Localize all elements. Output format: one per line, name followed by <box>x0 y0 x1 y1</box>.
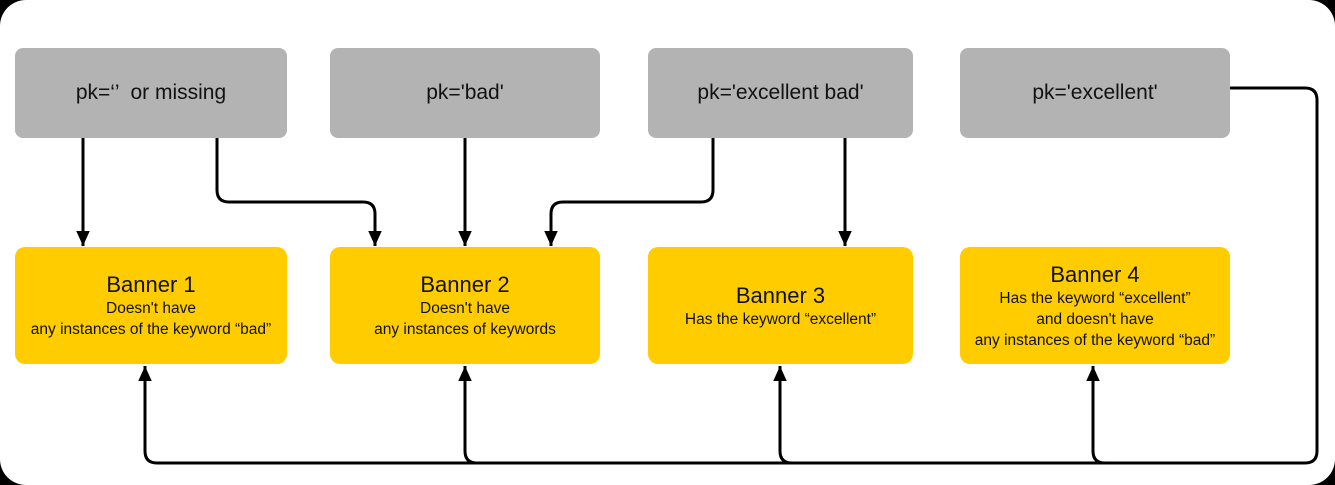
banner-line: Doesn't have <box>420 300 510 317</box>
banner-line: Has the keyword “excellent” <box>999 289 1191 307</box>
banner-title-2: Banner 2 <box>420 272 510 297</box>
banner-box-3: Banner 3 Has the keyword “excellent” <box>648 247 913 364</box>
banner-title-4: Banner 4 <box>1050 261 1140 287</box>
banner-box-2: Banner 2 Doesn't have any instances of k… <box>330 247 600 364</box>
source-label-2: pk='bad' <box>426 81 504 104</box>
banner-line: Doesn't have <box>106 300 196 317</box>
edge-source1-banner2 <box>215 138 382 246</box>
source-box-2: pk='bad' <box>330 48 600 138</box>
banner-line: Has the keyword “excellent” <box>684 310 877 328</box>
banner-line: and doesn't have <box>1036 310 1154 328</box>
banner-title-3: Banner 3 <box>735 282 826 308</box>
edge-rail-banner3 <box>773 366 793 465</box>
edge-source3-banner2 <box>544 138 715 246</box>
source-label-4: pk='excellent' <box>1032 81 1158 104</box>
banner-box-4: Banner 4 Has the keyword “excellent” and… <box>960 247 1230 364</box>
source-label-3: pk='excellent bad' <box>697 81 864 104</box>
edge-source4-rail-banner1 <box>138 86 1319 465</box>
edge-rail-banner4 <box>1086 366 1106 465</box>
source-label-1: pk=‘’ or missing <box>75 81 227 104</box>
banner-title-1: Banner 1 <box>106 272 196 297</box>
source-box-1: pk=‘’ or missing <box>15 48 287 138</box>
banner-line: any instances of the keyword “bad” <box>974 331 1216 349</box>
edge-rail-banner2 <box>458 366 478 465</box>
banner-line: any instances of the keyword “bad” <box>30 321 272 338</box>
source-box-4: pk='excellent' <box>960 48 1230 138</box>
banner-box-1: Banner 1 Doesn't have any instances of t… <box>15 247 287 364</box>
source-box-3: pk='excellent bad' <box>648 48 913 138</box>
banner-line: any instances of keywords <box>374 321 556 338</box>
